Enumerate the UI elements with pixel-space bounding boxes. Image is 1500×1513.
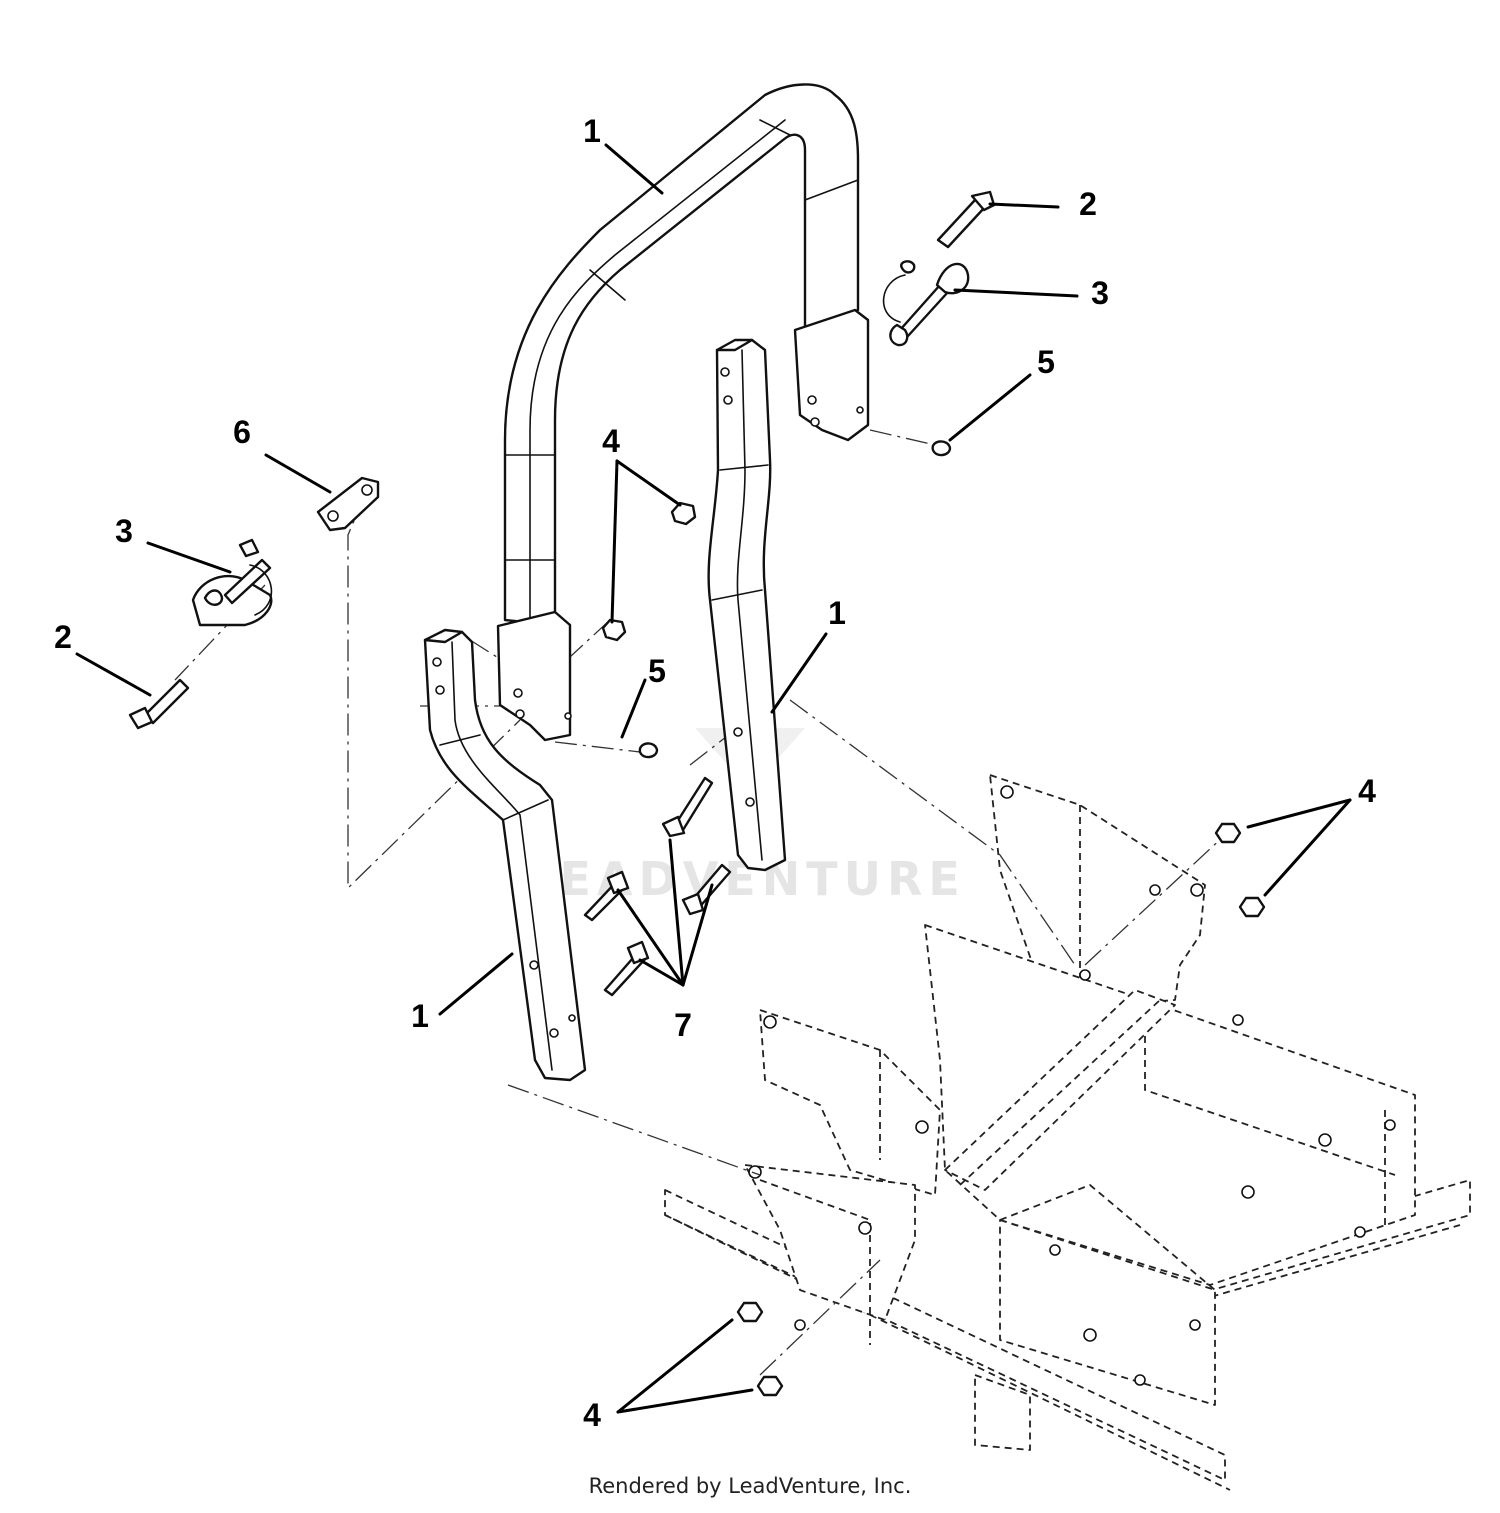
callout-3-left: 3: [115, 513, 133, 549]
callout-5-center: 5: [648, 653, 666, 689]
hardware: [128, 190, 1266, 1397]
callout-labels: 1 2 3 5 6 4 3 2 5 1 4 1 7 4: [54, 113, 1376, 1433]
callout-2-right: 2: [1079, 186, 1097, 222]
roll-bar-upper-hoop: [496, 83, 870, 742]
callout-7: 7: [674, 1007, 692, 1043]
callout-4-bottom: 4: [583, 1397, 601, 1433]
callout-4-center: 4: [602, 423, 620, 459]
callout-leaders: [75, 143, 1352, 1414]
callout-3-right: 3: [1091, 275, 1109, 311]
callout-4-right: 4: [1358, 773, 1376, 809]
callout-1-left: 1: [411, 998, 429, 1034]
callout-6: 6: [233, 414, 251, 450]
roll-bar-right-post: [707, 338, 787, 872]
roll-bar-left-post: [423, 628, 587, 1082]
render-credit: Rendered by LeadVenture, Inc.: [588, 1474, 912, 1498]
mower-frame: [664, 774, 1471, 1491]
callout-1-top: 1: [583, 113, 601, 149]
callout-5-right: 5: [1037, 344, 1055, 380]
callout-1-right: 1: [828, 595, 846, 631]
callout-2-left: 2: [54, 619, 72, 655]
